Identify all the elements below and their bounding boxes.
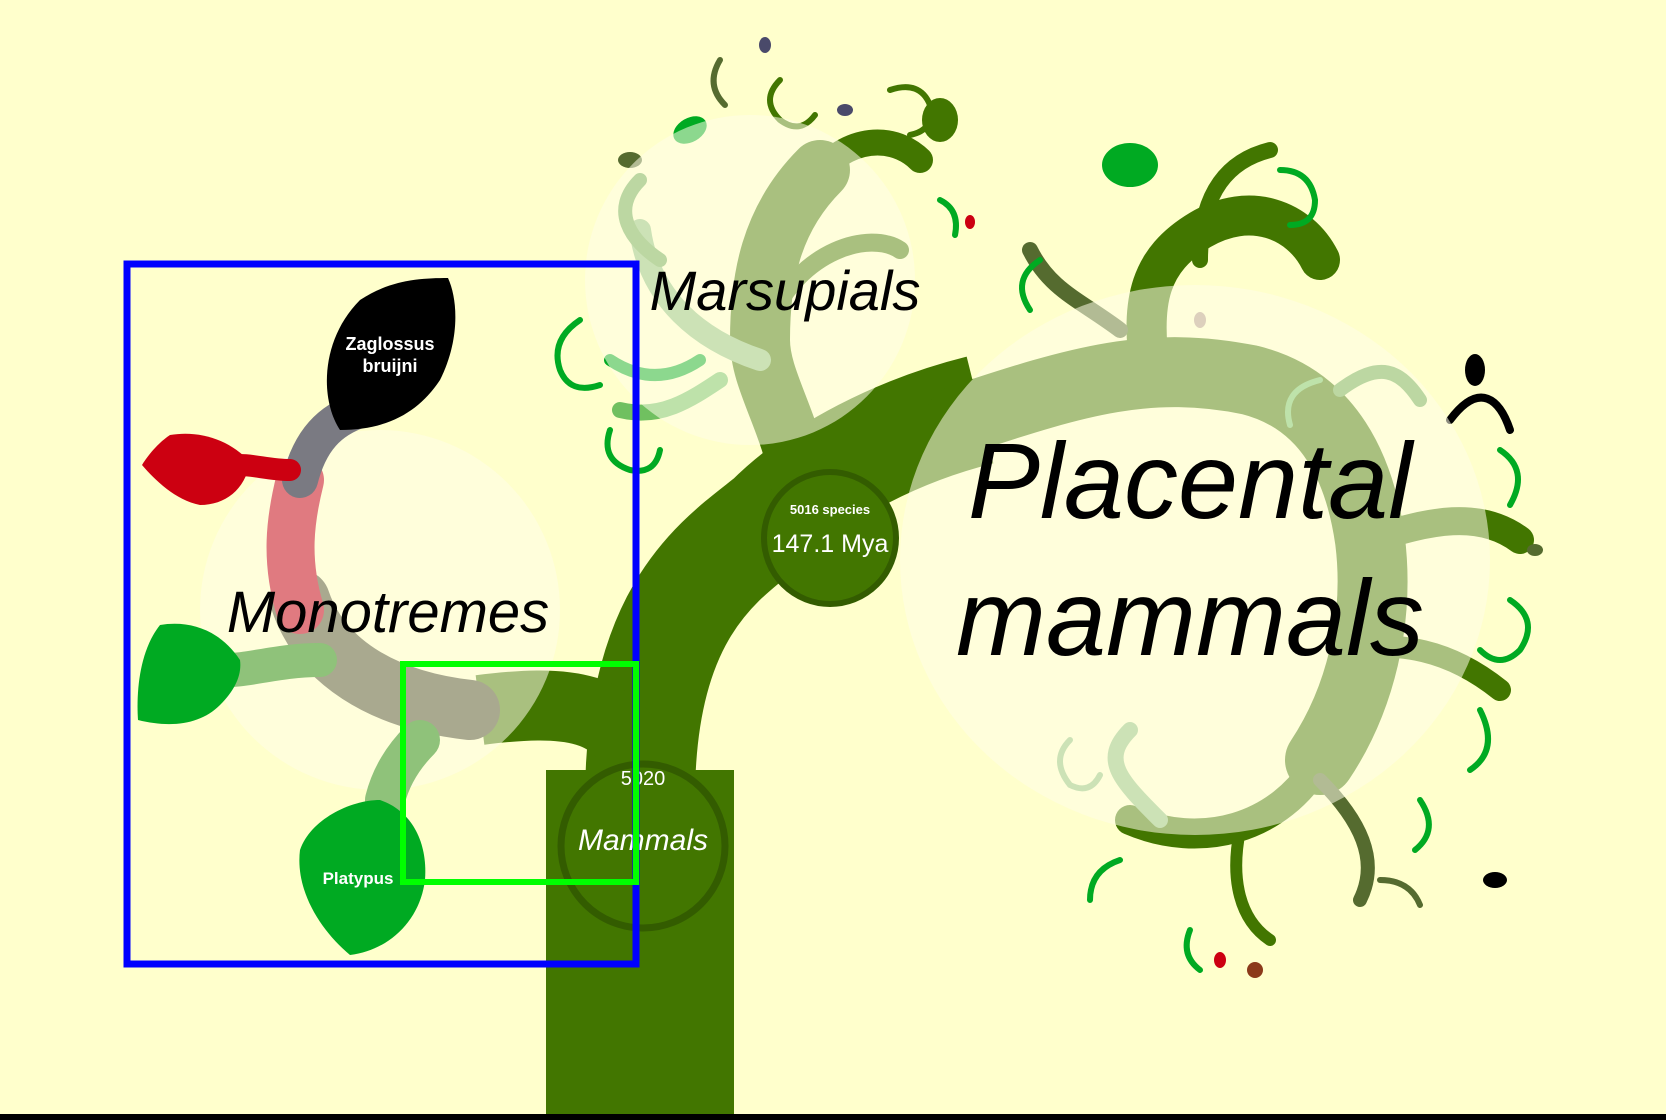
marsupials-disc — [585, 115, 915, 445]
clade-label-marsupials[interactable]: Marsupials — [650, 259, 921, 322]
bottom-border — [0, 1114, 1666, 1120]
leaf-red[interactable] — [142, 433, 250, 505]
clade-label-monotremes[interactable]: Monotremes — [227, 580, 549, 645]
clade-label-placental-line2[interactable]: mammals — [956, 557, 1424, 678]
node-placental-species: 5016 species — [790, 502, 870, 517]
leaf-label-zaglossus-line1: Zaglossus — [345, 334, 434, 354]
leaf-label-platypus: Platypus — [323, 869, 394, 888]
leaf-label-zaglossus-line2: bruijni — [363, 356, 418, 376]
node-root-species: 5020 — [621, 768, 666, 790]
leaf-green-left[interactable] — [137, 623, 241, 725]
node-root-name: Mammals — [578, 824, 708, 857]
monotreme-branches — [213, 392, 500, 820]
selection-box-green — [400, 661, 639, 885]
placental-disc — [900, 285, 1490, 835]
node-mammals-root[interactable]: 5020 Mammals — [557, 760, 729, 932]
clade-label-placental-line1[interactable]: Placental — [968, 420, 1415, 541]
node-placental[interactable]: 5016 species 147.1 Mya — [761, 469, 899, 607]
selection-box-blue — [123, 260, 640, 968]
node-placental-age: 147.1 Mya — [772, 530, 889, 558]
leaf-platypus[interactable]: Platypus — [299, 800, 426, 955]
leaf-zaglossus-bruijni[interactable]: Zaglossus bruijni — [326, 278, 456, 430]
